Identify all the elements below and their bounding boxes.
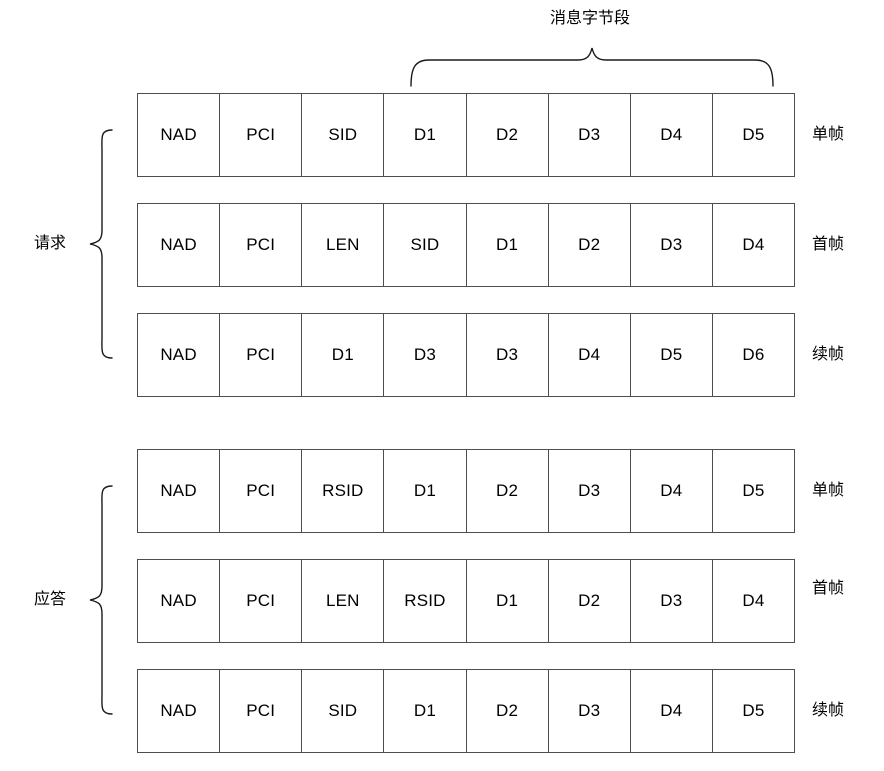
frame-cell: D3 bbox=[631, 204, 713, 286]
frame-cell: D2 bbox=[549, 204, 631, 286]
frame-cell: SID bbox=[384, 204, 467, 286]
frame-cell: LEN bbox=[302, 204, 385, 286]
frame-cell: D2 bbox=[467, 94, 549, 176]
frame-row-request-first: NAD PCI LEN SID D1 D2 D3 D4 bbox=[137, 203, 795, 287]
frame-type-label-request-single: 单帧 bbox=[812, 126, 845, 143]
frame-cell: D5 bbox=[742, 125, 765, 144]
frame-cell: LEN bbox=[302, 560, 385, 642]
frame-cell: PCI bbox=[220, 450, 303, 532]
frame-cell: NAD bbox=[138, 314, 221, 396]
response-group-brace bbox=[88, 484, 114, 716]
frame-cell: D3 bbox=[631, 560, 713, 642]
frame-cell: PCI bbox=[220, 560, 303, 642]
frame-type-label-request-consecutive: 续帧 bbox=[812, 346, 845, 363]
frame-cell: D3 bbox=[549, 670, 631, 752]
frame-cell: D4 bbox=[742, 235, 765, 254]
frame-row-request-consecutive: NAD PCI D1 D3 D3 D4 D5 D6 bbox=[137, 313, 795, 397]
frame-cell: D4 bbox=[549, 314, 631, 396]
frame-type-label-response-single: 单帧 bbox=[812, 482, 845, 499]
frame-cell: D2 bbox=[549, 560, 631, 642]
group-label-request: 请求 bbox=[33, 235, 66, 252]
frame-cell: NAD bbox=[138, 560, 221, 642]
frame-cell: NAD bbox=[138, 450, 221, 532]
frame-cell: D4 bbox=[631, 670, 713, 752]
frame-cell: D3 bbox=[467, 314, 549, 396]
frame-cell: D4 bbox=[742, 591, 765, 610]
frame-cell: D5 bbox=[742, 481, 765, 500]
frame-type-label-response-consecutive: 续帧 bbox=[812, 702, 845, 719]
frame-row-response-consecutive: NAD PCI SID D1 D2 D3 D4 D5 bbox=[137, 669, 795, 753]
group-label-response: 应答 bbox=[33, 591, 66, 608]
frame-cell: D5 bbox=[631, 314, 713, 396]
frame-cell: SID bbox=[302, 94, 385, 176]
frame-cell: D5 bbox=[742, 701, 765, 720]
frame-cell: D6 bbox=[742, 345, 765, 364]
frame-cell: D4 bbox=[631, 450, 713, 532]
frame-cell: D3 bbox=[384, 314, 467, 396]
frame-cell: D1 bbox=[302, 314, 385, 396]
frame-cell: D3 bbox=[549, 94, 631, 176]
frame-cell: NAD bbox=[138, 204, 221, 286]
frame-cell: D1 bbox=[384, 450, 467, 532]
frame-cell: D2 bbox=[467, 450, 549, 532]
frame-cell: RSID bbox=[302, 450, 385, 532]
request-group-brace bbox=[88, 128, 114, 360]
frame-cell: D2 bbox=[467, 670, 549, 752]
message-byte-segment-brace bbox=[405, 46, 779, 88]
frame-cell: PCI bbox=[220, 314, 303, 396]
frame-cell: PCI bbox=[220, 204, 303, 286]
frame-cell: D1 bbox=[384, 94, 467, 176]
frame-type-label-request-first: 首帧 bbox=[812, 236, 845, 253]
frame-cell: D4 bbox=[631, 94, 713, 176]
frame-type-label-response-first: 首帧 bbox=[812, 580, 845, 597]
frame-row-response-single: NAD PCI RSID D1 D2 D3 D4 D5 bbox=[137, 449, 795, 533]
frame-row-request-single: NAD PCI SID D1 D2 D3 D4 D5 bbox=[137, 93, 795, 177]
frame-cell: PCI bbox=[220, 670, 303, 752]
frame-cell: RSID bbox=[384, 560, 467, 642]
frame-cell: PCI bbox=[220, 94, 303, 176]
message-byte-segment-title: 消息字节段 bbox=[549, 10, 630, 27]
frame-cell: D1 bbox=[384, 670, 467, 752]
frame-row-response-first: NAD PCI LEN RSID D1 D2 D3 D4 bbox=[137, 559, 795, 643]
frame-cell: NAD bbox=[138, 94, 221, 176]
frame-cell: D1 bbox=[467, 204, 549, 286]
frame-cell: SID bbox=[302, 670, 385, 752]
frame-cell: D1 bbox=[467, 560, 549, 642]
frame-cell: D3 bbox=[549, 450, 631, 532]
frame-cell: NAD bbox=[138, 670, 221, 752]
